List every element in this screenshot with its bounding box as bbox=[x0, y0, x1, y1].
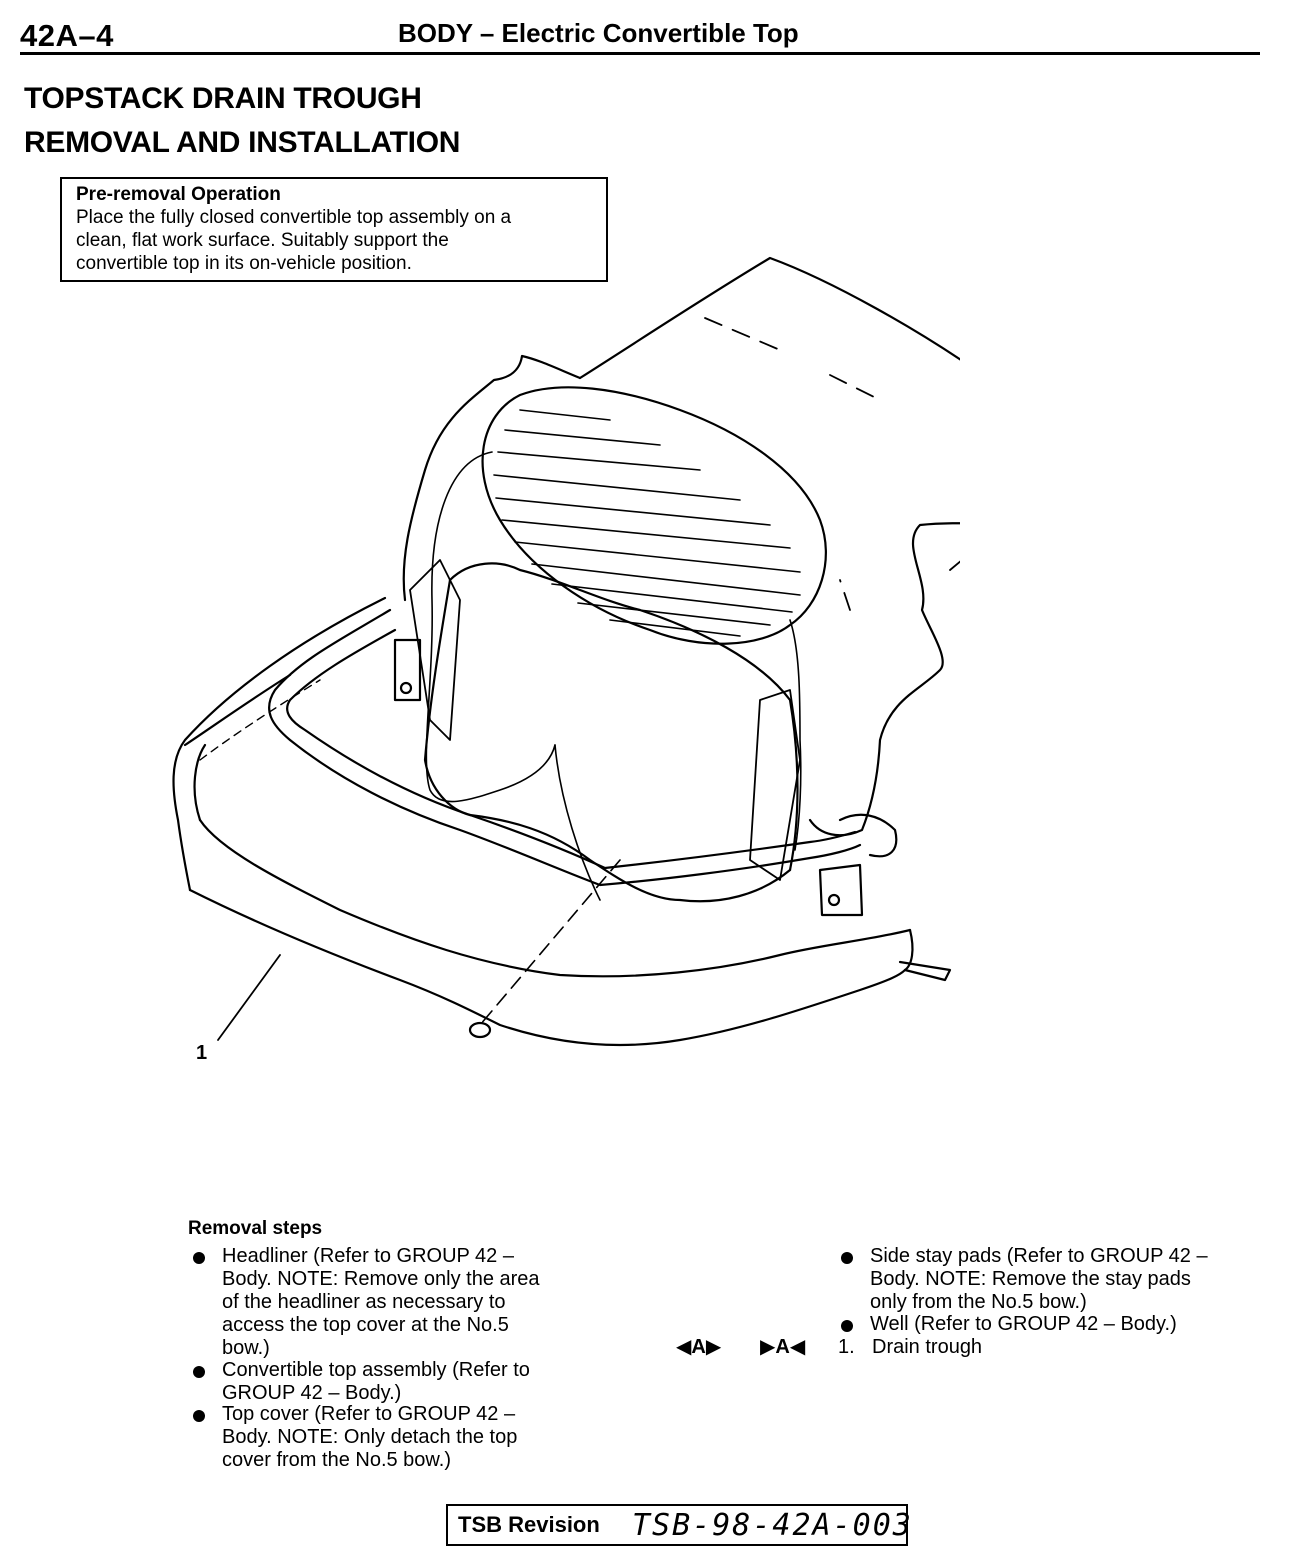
tsb-revision-box bbox=[446, 1504, 908, 1546]
callout-1: 1 bbox=[196, 1042, 208, 1064]
bullet-icon bbox=[193, 1252, 205, 1264]
tsb-revision-number: TSB-98-42A-003 bbox=[632, 1508, 913, 1543]
section-title: BODY – Electric Convertible Top bbox=[398, 18, 799, 48]
step-side-stay-pads: Side stay pads (Refer to GROUP 42 – Body… bbox=[870, 1245, 1208, 1313]
bullet-icon bbox=[193, 1366, 205, 1378]
step-drain-trough: Drain trough bbox=[872, 1336, 983, 1358]
page-title-line-2: REMOVAL AND INSTALLATION bbox=[24, 126, 461, 159]
bullet-icon bbox=[193, 1410, 205, 1422]
page-title-line-1: TOPSTACK DRAIN TROUGH bbox=[24, 82, 422, 115]
step-well: Well (Refer to GROUP 42 – Body.) bbox=[870, 1313, 1177, 1335]
step-convertible-top-assembly: Convertible top assembly (Refer to GROUP… bbox=[222, 1359, 530, 1404]
step-headliner: Headliner (Refer to GROUP 42 – Body. NOT… bbox=[222, 1245, 540, 1359]
pre-removal-heading: Pre-removal Operation bbox=[76, 184, 281, 205]
pre-removal-box: Pre-removal Operation Place the fully cl… bbox=[60, 177, 608, 282]
pre-removal-line: Place the fully closed convertible top a… bbox=[76, 207, 512, 228]
removal-steps-heading: Removal steps bbox=[188, 1218, 323, 1239]
pre-removal-line: convertible top in its on-vehicle positi… bbox=[76, 253, 412, 274]
convertible-top-illustration bbox=[172, 256, 960, 1047]
page-number: 42A–4 bbox=[20, 18, 114, 53]
step-number-1: 1. bbox=[838, 1336, 855, 1358]
marker-a-installation: ◀A▶ bbox=[676, 1336, 722, 1358]
bullet-icon bbox=[841, 1320, 853, 1332]
bullet-icon bbox=[841, 1252, 853, 1264]
marker-a-removal: ▶A◀ bbox=[760, 1336, 806, 1358]
tsb-revision-label: TSB Revision bbox=[458, 1512, 600, 1537]
step-top-cover: Top cover (Refer to GROUP 42 – Body. NOT… bbox=[222, 1403, 518, 1471]
pre-removal-line: clean, flat work surface. Suitably suppo… bbox=[76, 230, 449, 251]
header-rule bbox=[20, 52, 1260, 55]
